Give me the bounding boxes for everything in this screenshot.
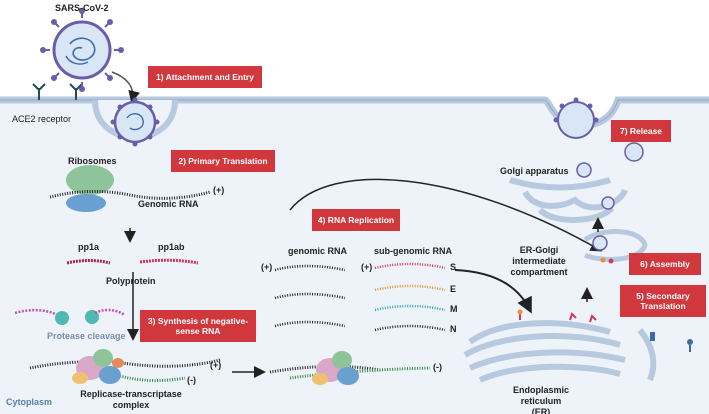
golgi-icon: [509, 177, 628, 223]
subgenomic-n: [374, 324, 446, 332]
ace2-receptor-1: [32, 83, 46, 100]
replicase-plus-label: (+): [210, 360, 222, 370]
subgenomic-rna-column-label: sub-genomic RNA: [374, 246, 453, 256]
golgi-virion-1: [624, 142, 644, 162]
polyprotein-label: Polyprotein: [106, 276, 156, 286]
er-tube-icon: [637, 328, 657, 382]
golgi-virion-3: [601, 196, 615, 210]
step-7-box: 7) Release: [611, 120, 671, 142]
protease-icon: [14, 308, 126, 325]
genomic-rna-line-3: [274, 320, 346, 328]
gene-e-label: E: [450, 284, 457, 294]
ace2-receptor-2: [69, 83, 83, 100]
replicase-plus-strand: [29, 358, 221, 370]
gene-m-label: M: [450, 304, 458, 314]
er-icon: [463, 320, 626, 383]
replicase-minus-strand: [119, 374, 186, 383]
to-er-arrow: [454, 269, 532, 314]
ergic-icon: [583, 229, 648, 264]
replicase-label: Replicase-transcriptase complex: [80, 389, 182, 410]
step-6-box: 6) Assembly: [629, 253, 701, 275]
minus-right-label: (-): [433, 362, 442, 372]
step-1-box: 1) Attachment and Entry: [148, 66, 262, 88]
virion-icon: [40, 8, 124, 92]
genomic-rna-column-label: genomic RNA: [288, 246, 348, 256]
pp1a-label: pp1a: [78, 242, 100, 252]
step-3-box: 3) Synthesis of negative-sense RNA: [140, 310, 256, 342]
pp1a-chain: [66, 259, 111, 265]
subgenomic-m: [374, 304, 446, 312]
entry-arrow: [111, 71, 140, 103]
step-5-box: 5) Secondary Translation: [620, 285, 706, 317]
ribosomes-label: Ribosomes: [68, 156, 117, 166]
genomic-column-plus-label: (+): [261, 262, 273, 272]
step-2-box: 2) Primary Translation: [171, 150, 275, 172]
subgenomic-e: [374, 284, 446, 292]
ergic-label: ER-Golgi intermediate compartment: [510, 245, 568, 277]
golgi-label: Golgi apparatus: [500, 166, 569, 176]
replicase-complex-2-icon: [312, 351, 359, 385]
gene-n-label: N: [450, 324, 457, 334]
pp1ab-chain: [139, 258, 199, 265]
replicase-complex-icon: [72, 349, 124, 384]
er-label: Endoplasmic reticulum (ER): [512, 385, 569, 414]
genomic-rna-label: Genomic RNA: [138, 199, 199, 209]
replicase-minus-label: (-): [187, 375, 196, 385]
released-virion-icon: [553, 97, 599, 139]
genomic-rna-line-1: [274, 264, 346, 272]
genomic-rna-strand: [49, 189, 211, 200]
replication-to-ergic-arrow: [289, 178, 603, 252]
step-4-box: 4) RNA Replication: [312, 209, 400, 231]
virus-label: SARS-CoV-2: [55, 3, 109, 13]
gene-s-label: S: [450, 262, 457, 272]
er-proteins: [517, 309, 597, 323]
cytoplasm-label: Cytoplasm: [6, 397, 53, 407]
pp1ab-label: pp1ab: [158, 242, 185, 252]
subgenomic-plus-label: (+): [361, 262, 373, 272]
subgenomic-s: [374, 262, 446, 270]
ribosome-icon: [66, 165, 114, 212]
genomic-rna-line-2: [274, 292, 346, 300]
protease-label: Protease cleavage: [47, 331, 126, 341]
genomic-rna-plus-label: (+): [213, 185, 225, 195]
golgi-virion-2: [576, 162, 592, 178]
endosome-virion-icon: [110, 97, 160, 147]
er-right-proteins: [650, 332, 693, 352]
receptor-label: ACE2 receptor: [12, 114, 72, 124]
